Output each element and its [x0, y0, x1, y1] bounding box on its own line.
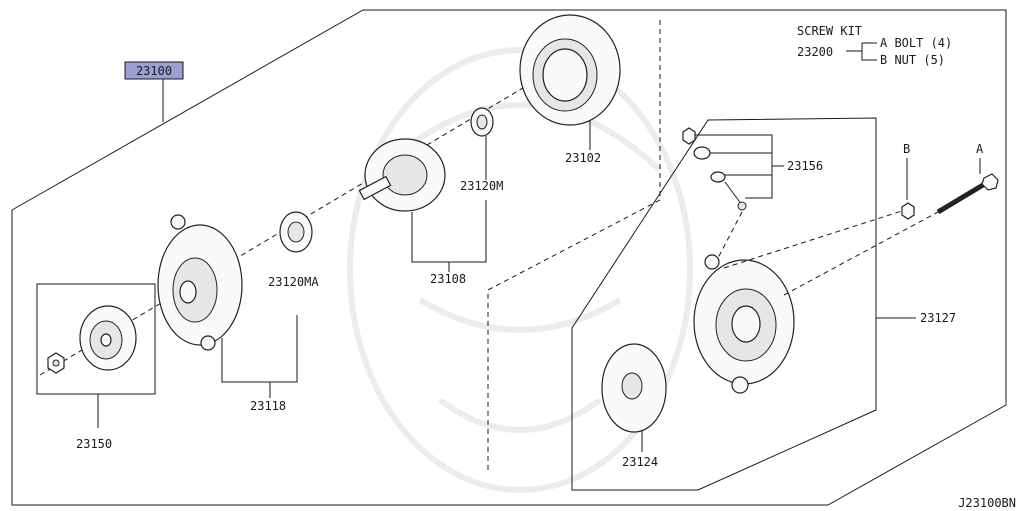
label-23120MA[interactable]: 23120MA [268, 275, 319, 289]
label-23124[interactable]: 23124 [622, 455, 658, 469]
rear-group-frame [571, 117, 877, 491]
terminal-kit-part[interactable] [682, 127, 747, 211]
screw-kit-bracket-a [846, 42, 877, 52]
assembly-number-box[interactable] [124, 61, 184, 80]
pulley-frame [36, 283, 156, 395]
bracket-23108 [411, 200, 487, 263]
screw-kit-item-a: A BOLT (4) [880, 36, 952, 50]
bracket-23118 [221, 315, 298, 383]
front-housing-part[interactable] [157, 214, 243, 351]
label-23102[interactable]: 23102 [565, 151, 601, 165]
pulley-nut-part[interactable] [47, 352, 65, 374]
screw-kit-title: SCREW KIT [797, 24, 862, 38]
nut-dash-line [723, 209, 906, 269]
screw-kit-bracket-b [861, 51, 877, 61]
figure-code: J23100BN [958, 496, 1016, 510]
assembly-frame [11, 9, 1007, 506]
bearing-rear-part[interactable] [470, 107, 494, 137]
stator-part[interactable] [519, 14, 621, 126]
label-23156[interactable]: 23156 [787, 159, 823, 173]
label-23118[interactable]: 23118 [250, 399, 286, 413]
label-23108[interactable]: 23108 [430, 272, 466, 286]
assembly-number: 23100 [136, 64, 172, 78]
watermark-emblem [347, 47, 693, 493]
pulley-part[interactable] [79, 305, 137, 371]
rear-housing-part[interactable] [693, 254, 795, 394]
rotor-part[interactable] [358, 138, 446, 212]
bearing-front-part[interactable] [279, 211, 313, 253]
bolt-dash-line [783, 211, 939, 296]
rectifier-part[interactable] [601, 343, 667, 433]
label-23127[interactable]: 23127 [920, 311, 956, 325]
bracket-23156 [695, 134, 773, 199]
label-23120M[interactable]: 23120M [460, 179, 503, 193]
terminal-dash-line [717, 211, 743, 259]
screw-kit-item-b: B NUT (5) [880, 53, 945, 67]
section-separator [487, 20, 661, 470]
nut-b-part[interactable] [901, 202, 915, 220]
bolt-a-part[interactable] [936, 173, 999, 215]
callout-b-label: B [903, 142, 910, 156]
screw-kit-number[interactable]: 23200 [797, 45, 833, 59]
label-23150[interactable]: 23150 [76, 437, 112, 451]
callout-a-label: A [976, 142, 984, 156]
